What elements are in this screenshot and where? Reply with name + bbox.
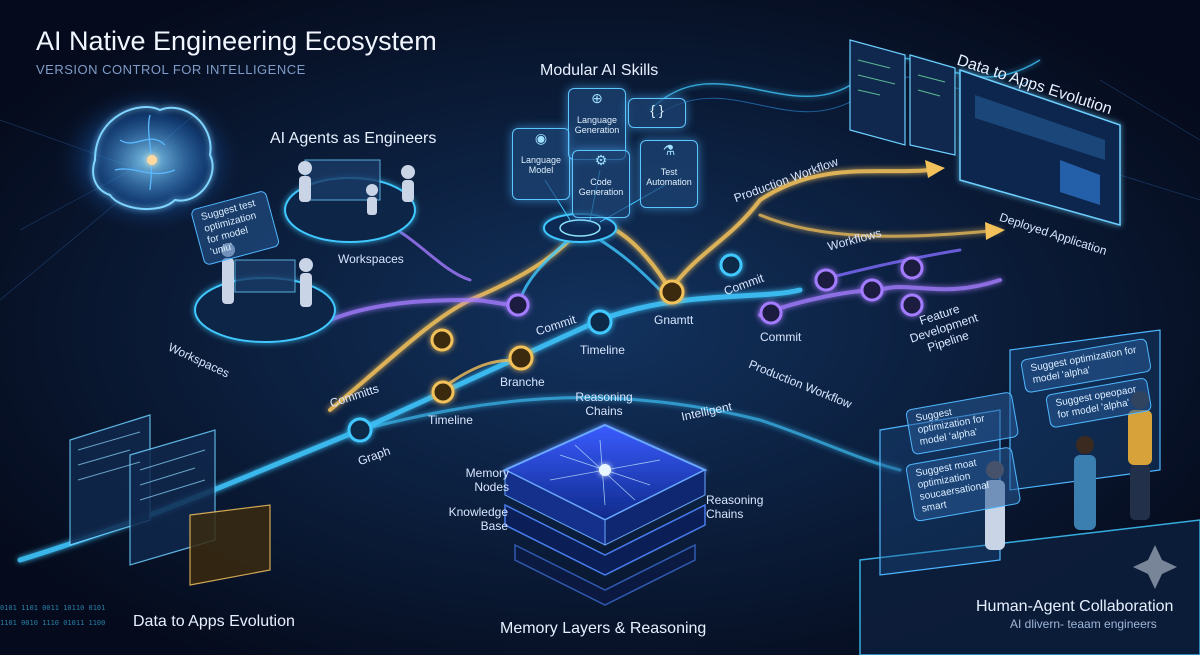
- skill-label: Language Generation: [574, 115, 620, 135]
- label-reasoning-chains-side: Reasoning Chains: [706, 493, 764, 521]
- skill-label: Code Generation: [578, 177, 624, 197]
- app-screens: [849, 39, 1121, 226]
- skills-heading: Modular AI Skills: [540, 62, 659, 79]
- label-commit-3: Commit: [760, 330, 802, 344]
- skill-card-code-generation: ⚙ Code Generation: [572, 150, 630, 218]
- commit-nodes: [347, 253, 924, 443]
- skill-card-language-generation: ⊕ Language Generation: [568, 88, 626, 160]
- agents-heading: AI Agents as Engineers: [270, 130, 437, 147]
- page-subtitle: VERSION CONTROL FOR INTELLIGENCE: [36, 62, 306, 77]
- skill-card-language-model: ◉ Language Model: [512, 128, 570, 200]
- binary-stream: 0101 1101 0011 10110 0101 1101 0010 1110…: [0, 604, 105, 627]
- code-panels: [69, 414, 271, 586]
- memory-heading: Memory Layers & Reasoning: [500, 620, 707, 637]
- skill-label: Test Automation: [646, 167, 692, 187]
- brain-icon: [55, 85, 245, 235]
- collab-heading: Human-Agent Collaboration: [976, 598, 1174, 615]
- arrowheads: [925, 160, 1005, 240]
- svg-text:1101 0010 1110 01011 1100: 1101 0010 1110 01011 1100: [0, 619, 105, 627]
- memory-cube: [502, 423, 708, 606]
- brain-chip-icon: ◉: [534, 130, 548, 146]
- svg-text:0101 1101 0011 10110 0101: 0101 1101 0011 10110 0101: [0, 604, 105, 612]
- label-branche: Branche: [500, 375, 545, 389]
- label-timeline-1: Timeline: [428, 413, 473, 427]
- collab-subheading: AI dlivern- teaam engineers: [1010, 617, 1157, 631]
- skill-card-test-automation: ⚗ Test Automation: [640, 140, 698, 208]
- page-title: AI Native Engineering Ecosystem: [36, 26, 437, 56]
- test-icon: ⚗: [662, 142, 676, 158]
- label-knowledge-base: Knowledge Base: [448, 505, 508, 533]
- label-reasoning-chains-top: Reasoning Chains: [575, 390, 633, 418]
- data-apps-bottom-heading: Data to Apps Evolution: [133, 613, 295, 630]
- skill-label: Language Model: [520, 155, 562, 175]
- label-timeline-2: Timeline: [580, 343, 625, 357]
- gear-icon: ⚙: [594, 152, 608, 168]
- label-memory-nodes: Memory Nodes: [465, 466, 509, 494]
- skill-card-braces: { }: [628, 98, 686, 128]
- globe-icon: ⊕: [591, 90, 603, 106]
- label-gnamtt: Gnamtt: [654, 313, 694, 327]
- braces-icon: { }: [650, 102, 664, 118]
- label-workspaces-1: Workspaces: [338, 252, 404, 266]
